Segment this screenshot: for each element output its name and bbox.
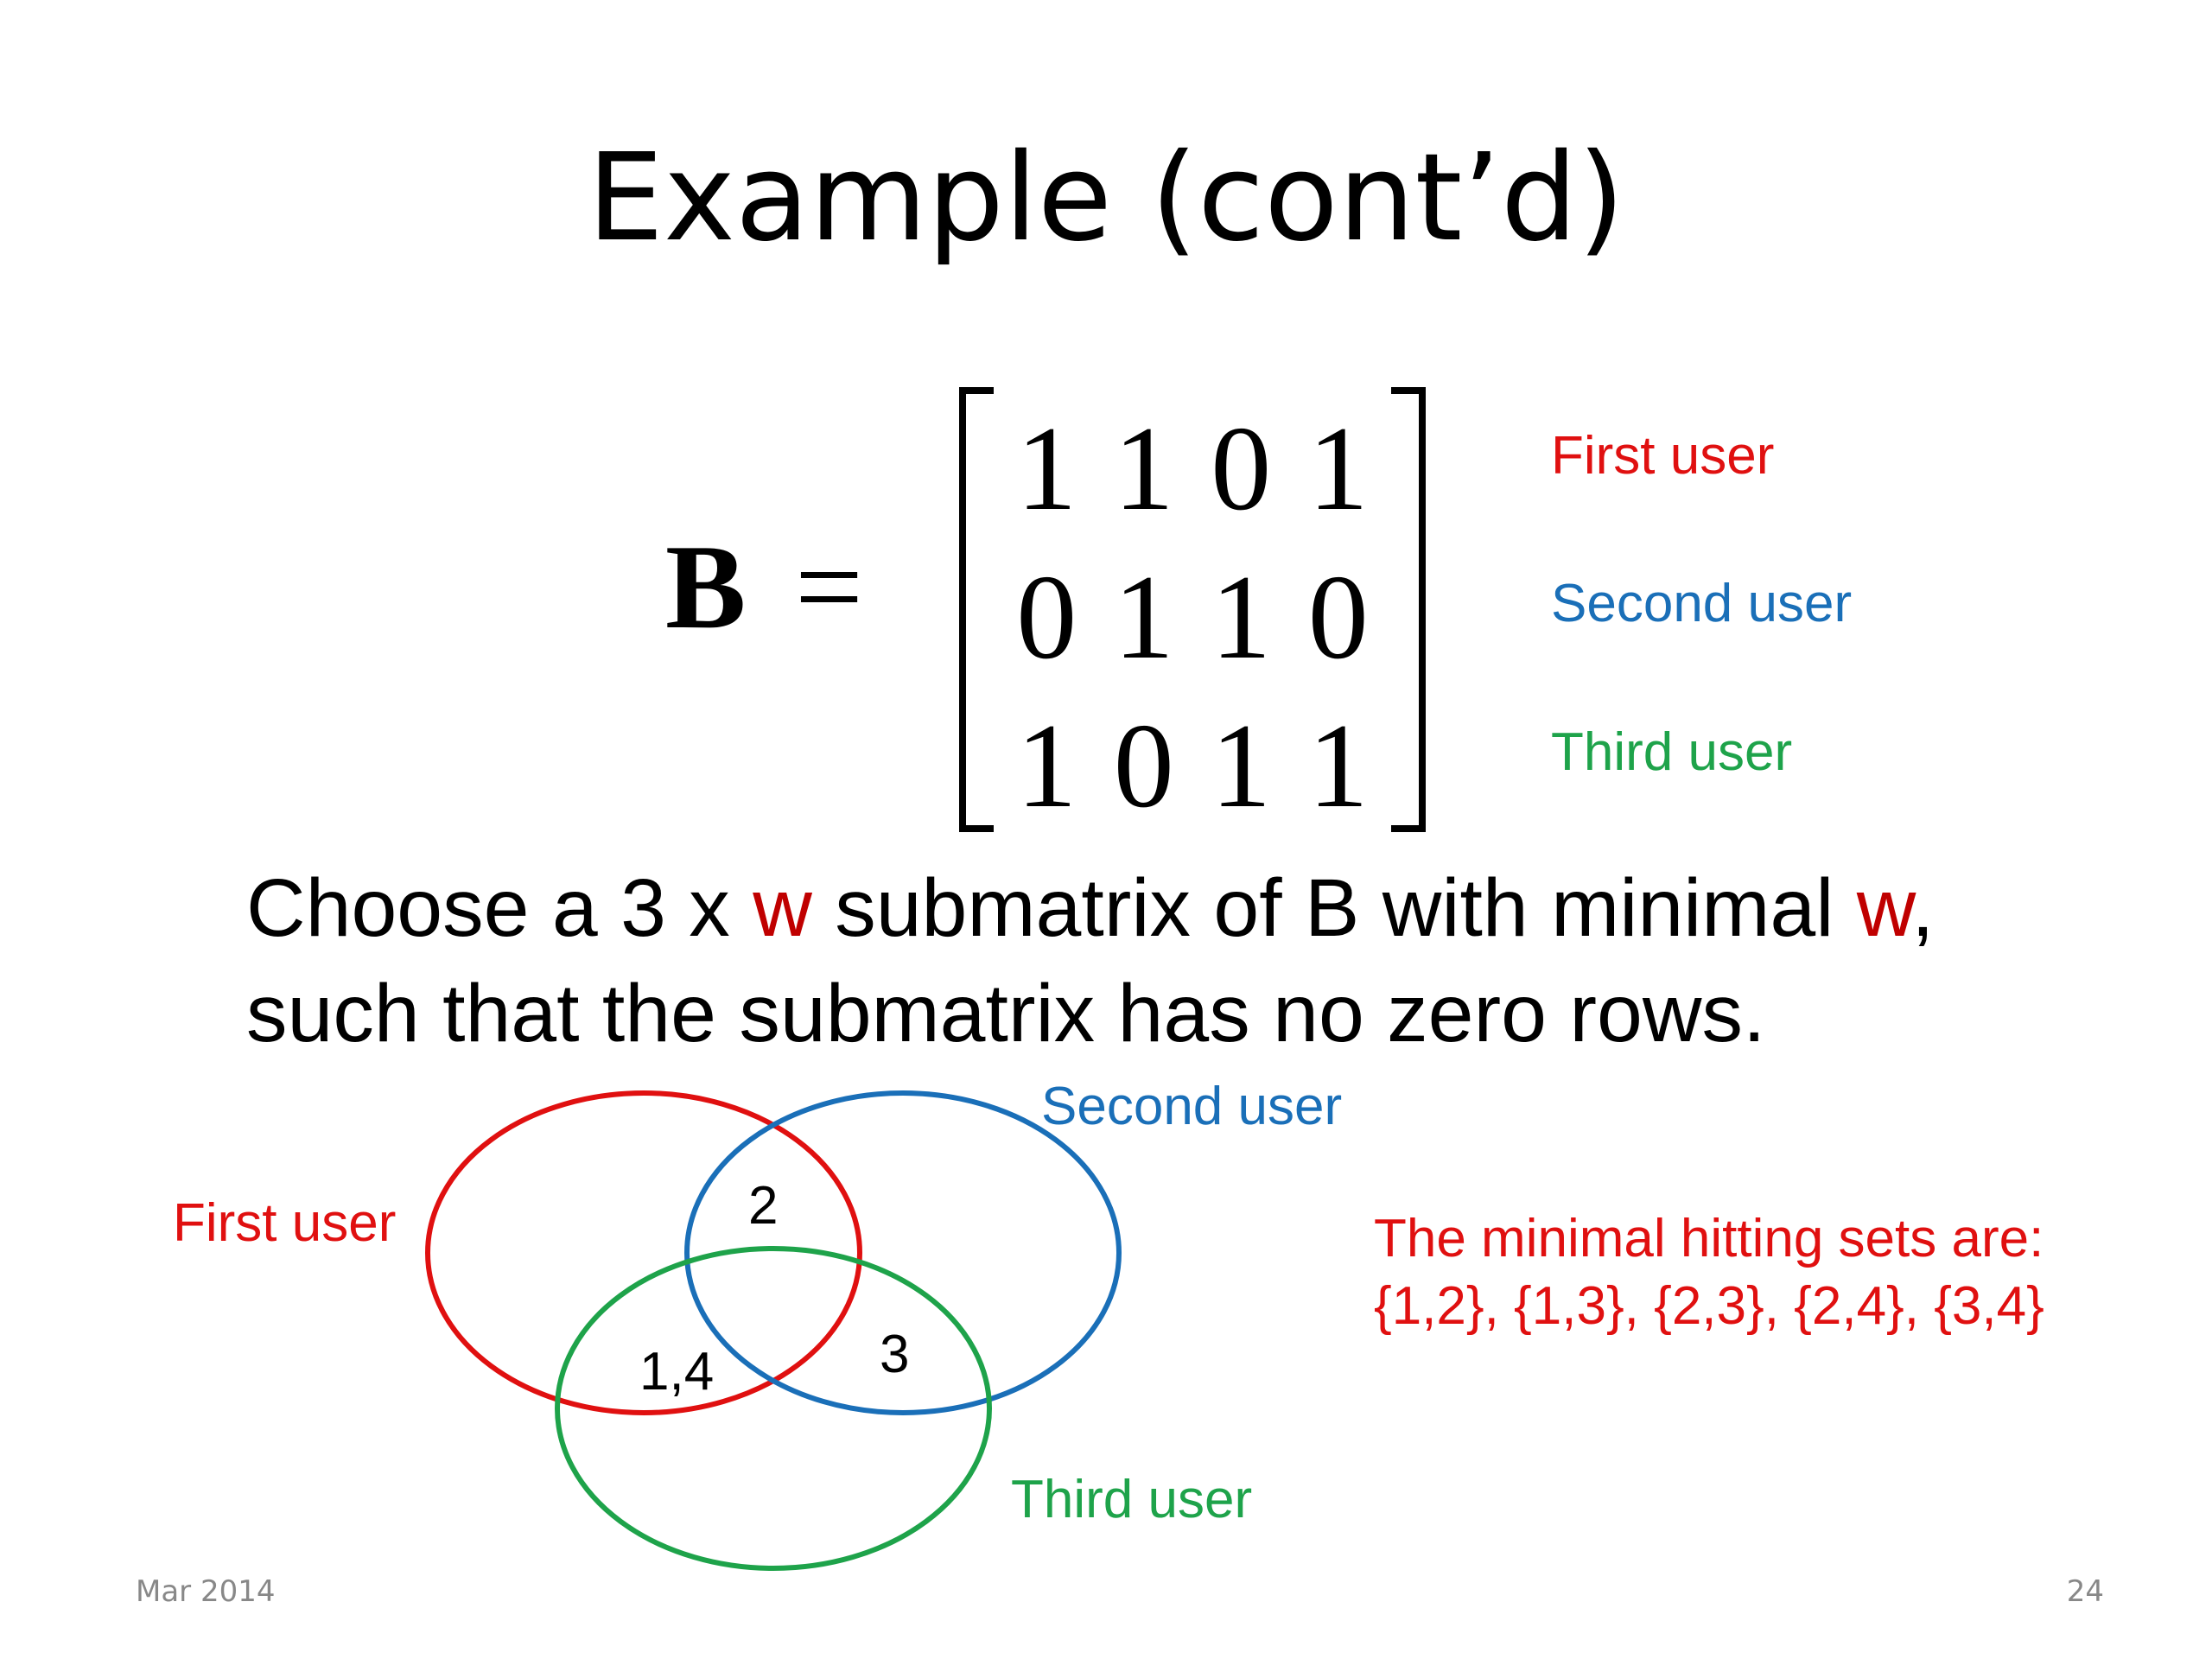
matrix-row-2: 0 1 1 0 xyxy=(998,557,1387,678)
slide-title: Example (cont’d) xyxy=(587,128,1625,269)
venn-label-second-user: Second user xyxy=(1041,1077,1343,1136)
matrix-cell: 0 xyxy=(1307,550,1369,684)
w-variable: w xyxy=(1856,862,1912,954)
row-label-first-user: First user xyxy=(1551,426,1775,486)
right-bracket xyxy=(1391,387,1426,832)
matrix-cell: 0 xyxy=(1113,699,1174,833)
matrix-row-1: 1 1 0 1 xyxy=(998,409,1387,530)
body-text: Choose a 3 x w submatrix of B with minim… xyxy=(246,855,2104,1066)
page-number: 24 xyxy=(2066,1574,2104,1609)
hitting-sets-line-2: {1,2}, {1,3}, {2,3}, {2,4}, {3,4} xyxy=(1374,1276,2044,1336)
matrix-cell: 1 xyxy=(1016,402,1077,536)
body-line-1: Choose a 3 x w submatrix of B with minim… xyxy=(246,855,2104,961)
body-text-part: Choose a 3 x xyxy=(246,862,753,954)
matrix-cell: 1 xyxy=(1113,550,1174,684)
venn-label-first-user: First user xyxy=(173,1193,397,1253)
body-text-part: , xyxy=(1911,862,1935,954)
row-label-second-user: Second user xyxy=(1551,574,1853,633)
matrix-cell: 1 xyxy=(1113,402,1174,536)
body-line-2: such that the submatrix has no zero rows… xyxy=(246,968,1766,1059)
matrix-cell: 1 xyxy=(1016,699,1077,833)
matrix-b: 1 1 0 1 0 1 1 0 1 0 1 1 xyxy=(959,387,1426,832)
region-second-third: 3 xyxy=(880,1325,910,1384)
third-user-circle xyxy=(555,1246,992,1571)
venn-label-third-user: Third user xyxy=(1011,1470,1253,1529)
matrix-cell: 1 xyxy=(1211,699,1272,833)
hitting-sets-text: The minimal hitting sets are: {1,2}, {1,… xyxy=(1374,1205,2044,1340)
first-user-circle xyxy=(425,1090,862,1415)
region-first-third: 1,4 xyxy=(639,1342,715,1402)
matrix-cell: 1 xyxy=(1307,699,1369,833)
region-first-second: 2 xyxy=(748,1176,779,1236)
matrix-cell: 0 xyxy=(1016,550,1077,684)
matrix-row-3: 1 0 1 1 xyxy=(998,706,1387,827)
matrix-symbol: B xyxy=(665,520,747,654)
left-bracket xyxy=(959,387,994,832)
second-user-circle xyxy=(684,1090,1122,1415)
equals-sign: = xyxy=(795,520,863,654)
footer-date: Mar 2014 xyxy=(136,1574,276,1609)
matrix-cell: 1 xyxy=(1211,550,1272,684)
body-text-part: submatrix of B with minimal xyxy=(811,862,1857,954)
hitting-sets-line-1: The minimal hitting sets are: xyxy=(1374,1209,2044,1268)
w-variable: w xyxy=(753,862,812,954)
matrix-cell: 1 xyxy=(1307,402,1369,536)
matrix-cell: 0 xyxy=(1211,402,1272,536)
row-label-third-user: Third user xyxy=(1551,722,1793,782)
